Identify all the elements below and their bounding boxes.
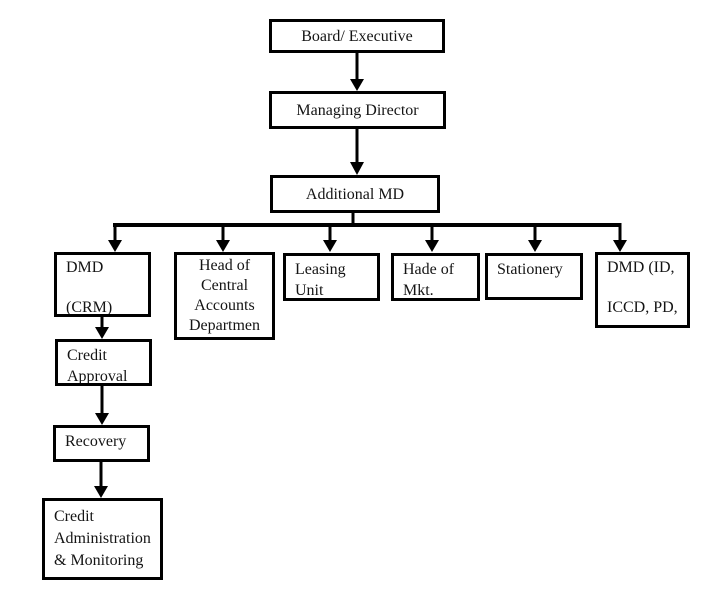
connector-credit-approval-to-recovery	[95, 385, 109, 425]
node-dmd-id-iccd-pd: DMD (ID, ICCD, PD,	[595, 252, 690, 328]
connector-board-to-md	[350, 53, 364, 91]
node-board-executive: Board/ Executive	[269, 19, 445, 53]
connector-bus-to-leasing-unit	[323, 223, 337, 252]
node-stationery: Stationery	[485, 253, 583, 300]
node-recovery: Recovery	[53, 425, 150, 462]
node-additional-md: Additional MD	[270, 175, 440, 213]
node-leasing-unit: Leasing Unit	[283, 253, 380, 301]
connector-bus-to-stationery	[528, 223, 542, 252]
connector-dmd-crm-to-credit-approval	[95, 316, 109, 339]
connector-bus-to-head-central-accounts	[216, 223, 230, 252]
node-dmd-crm: DMD (CRM)	[54, 252, 151, 317]
node-credit-administration: Credit Administration & Monitoring	[42, 498, 163, 580]
node-hade-of-mkt: Hade of Mkt.	[391, 253, 480, 301]
connector-bus-to-dmd-crm	[108, 223, 122, 252]
connector-bus-to-hade-of-mkt	[425, 223, 439, 252]
connector-md-to-additional-md	[350, 129, 364, 175]
node-head-central-accounts: Head of Central Accounts Departmen	[174, 252, 275, 340]
node-credit-approval: Credit Approval	[55, 339, 152, 386]
connector-bus-to-dmd-id	[613, 223, 627, 252]
node-managing-director: Managing Director	[269, 91, 446, 129]
connector-recovery-to-credit-administration	[94, 462, 108, 498]
